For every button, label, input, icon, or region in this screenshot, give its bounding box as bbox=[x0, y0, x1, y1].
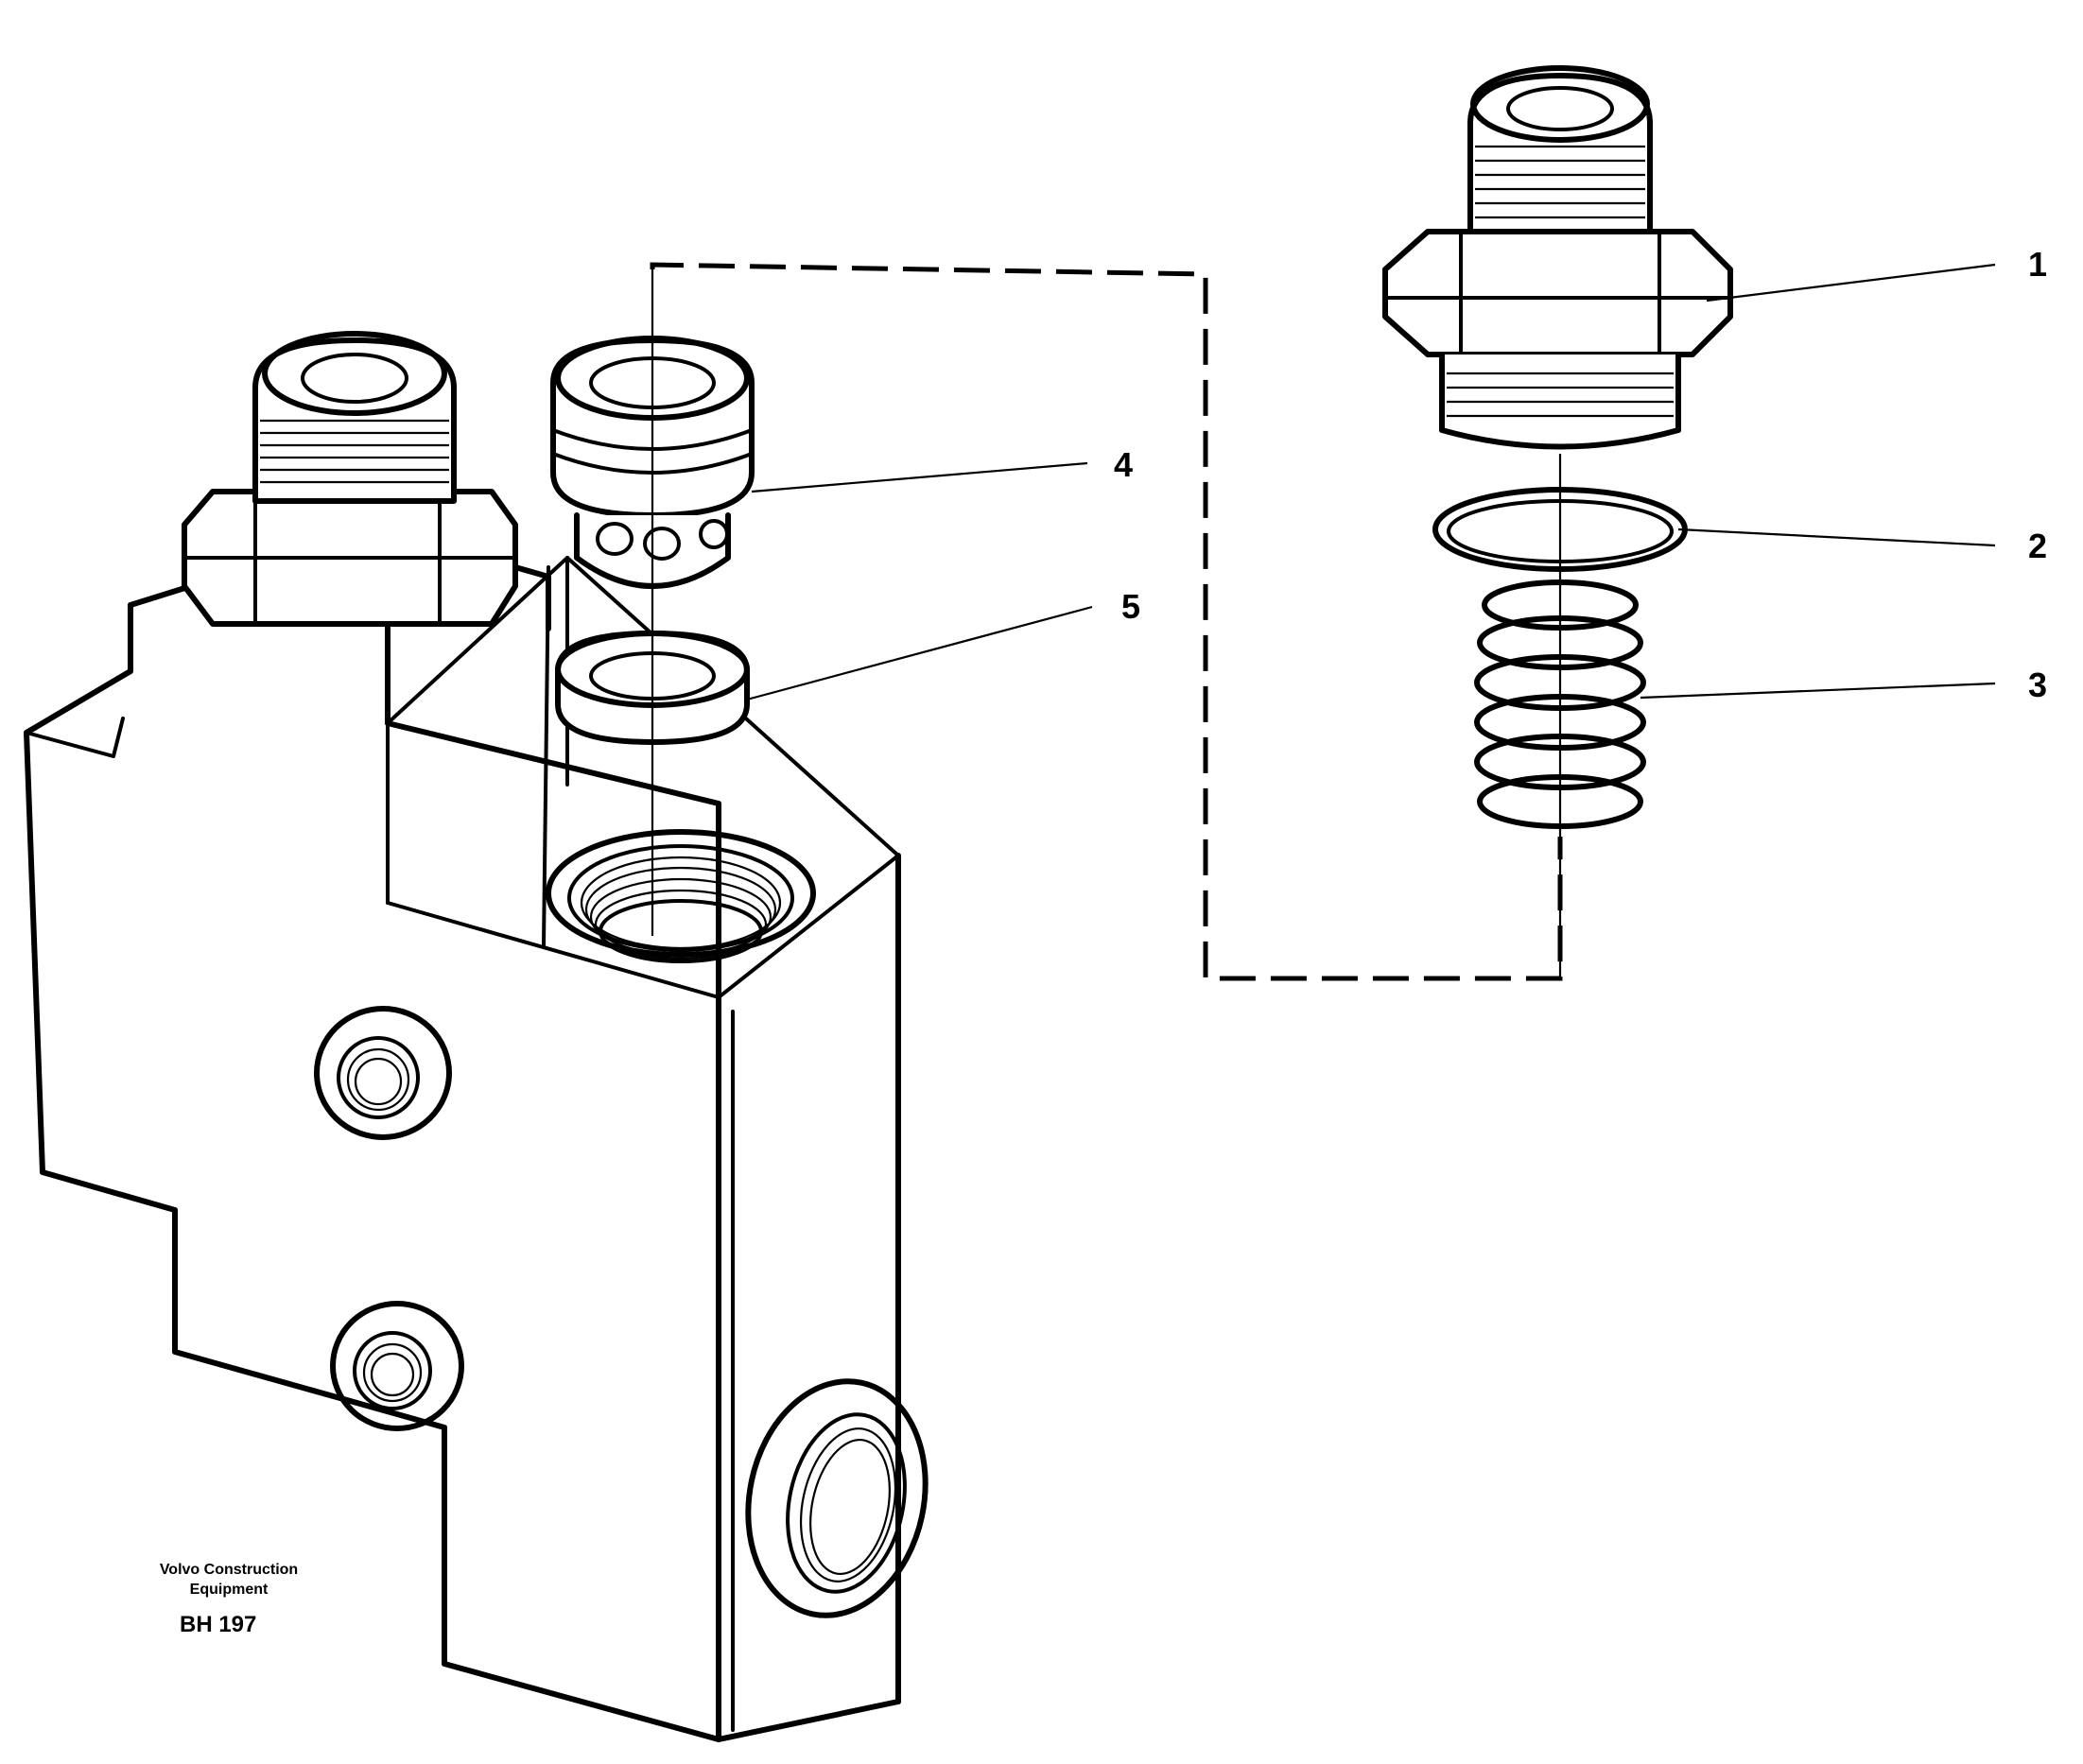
callout-2: 2 bbox=[2028, 527, 2047, 565]
publisher-line-2: Equipment bbox=[190, 1582, 269, 1598]
body-fitting bbox=[182, 331, 518, 627]
valve-body bbox=[24, 331, 929, 1742]
leader-line-1 bbox=[1706, 263, 1996, 303]
assembly-path-dashed bbox=[650, 262, 1563, 981]
side-port-lower bbox=[330, 1301, 464, 1431]
publisher-line-1: Volvo Construction bbox=[160, 1562, 298, 1578]
side-port-upper bbox=[314, 1006, 452, 1140]
leader-line-3 bbox=[1640, 682, 1996, 700]
drawing-id: BH 197 bbox=[180, 1612, 256, 1637]
connector-nipple bbox=[1382, 65, 1733, 450]
callout-4: 4 bbox=[1114, 445, 1133, 484]
leader-lines bbox=[746, 263, 1996, 701]
callout-1: 1 bbox=[2028, 245, 2047, 284]
callout-5: 5 bbox=[1121, 587, 1140, 626]
leader-line-5 bbox=[746, 605, 1093, 701]
leader-line-2 bbox=[1677, 527, 1996, 547]
callout-3: 3 bbox=[2028, 666, 2047, 704]
side-port-right bbox=[745, 1378, 929, 1618]
leader-line-4 bbox=[751, 461, 1088, 493]
